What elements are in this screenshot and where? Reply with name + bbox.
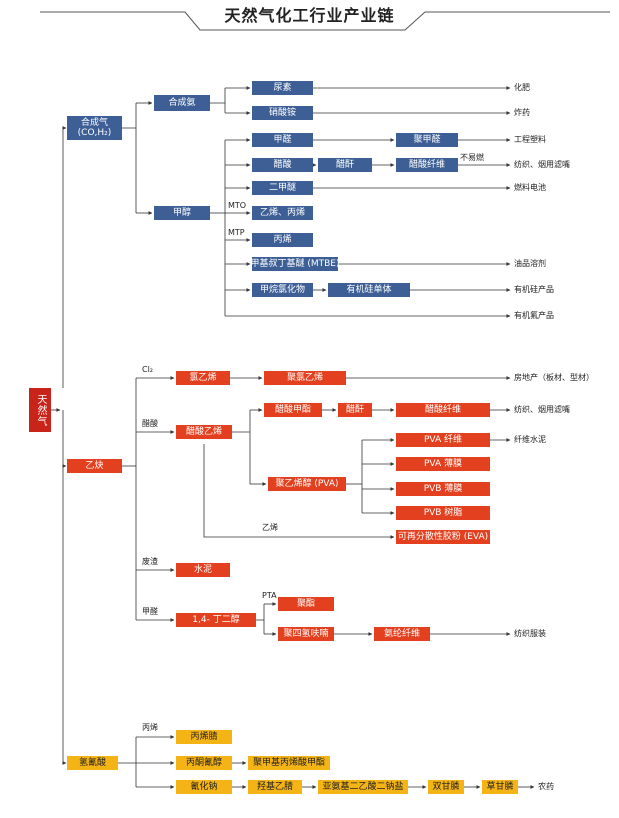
ethylene-propylene-node: 乙烯、丙烯 (252, 206, 313, 220)
edge-label-cl2: Cl₂ (142, 365, 154, 374)
edge-label-not-flammable: 不易燃 (460, 153, 484, 162)
hcn-node: 氢氰酸 (67, 756, 118, 770)
end-label-fuel-cell: 燃料电池 (514, 183, 546, 192)
end-label-oil-solvent: 油品溶剂 (514, 259, 546, 268)
acetic-anhydride-node: 醋酐 (318, 158, 372, 172)
end-label-fiber-cement: 纤维水泥 (514, 435, 546, 444)
hydroxyacetonitrile-node: 羟基乙腈 (248, 780, 302, 794)
cement-node: 水泥 (176, 563, 230, 577)
edge-label-pta: PTA (262, 591, 277, 600)
end-label-real-estate: 房地产（板材、型材） (514, 373, 594, 382)
natural-gas-node: 天然气 (29, 388, 51, 432)
end-label-engineering-plastic: 工程塑料 (514, 135, 546, 144)
end-label-textile-filter-1: 纺织、烟用滤嘴 (514, 160, 570, 169)
end-label-explosive: 炸药 (514, 108, 530, 117)
page-title: 天然气化工行业产业链 (224, 6, 395, 25)
edge-label-ethylene: 乙烯 (262, 523, 278, 532)
methyl-chlorosilane-node: 甲烷氯化物 (252, 283, 313, 297)
sodium-cyanide-node: 氰化钠 (176, 780, 232, 794)
edge-label-formaldehyde: 甲醛 (142, 607, 158, 616)
mma-node: 聚甲基丙烯酸甲酯 (248, 756, 330, 770)
end-label-textile-clothing: 纺织服装 (514, 629, 546, 638)
edge-label-acetic: 醋酸 (142, 419, 158, 428)
acetic-anhydride-2-node: 醋酐 (338, 403, 372, 417)
ammonia-node: 合成氨 (154, 95, 210, 111)
polyester-node: 聚酯 (278, 597, 334, 611)
edge-label-mto: MTO (228, 201, 247, 210)
diglycine-node: 双甘膦 (428, 780, 464, 794)
pvb-resin-node: PVB 树脂 (396, 506, 490, 520)
end-label-silicone-products: 有机硅产品 (514, 285, 554, 294)
acetone-cyanohydrin-node: 丙酮氰醇 (176, 756, 232, 770)
end-label-fluorine-products: 有机氟产品 (514, 311, 554, 320)
edge-label-propylene: 丙烯 (142, 723, 158, 732)
dme-node: 二甲醚 (252, 181, 313, 195)
title-decoration (40, 11, 610, 31)
formaldehyde-node: 甲醛 (252, 133, 313, 147)
edge-label-waste-slag: 废渣 (142, 557, 158, 566)
polyformaldehyde-node: 聚甲醛 (396, 133, 458, 147)
syngas-node: 合成气 (CO,H₂) (67, 116, 122, 140)
vinyl-acetate-node: 醋酸乙烯 (176, 425, 232, 439)
iminodiacetonitrile-node: 亚氨基二乙酸二钠盐 (318, 780, 408, 794)
mtbe-node: 甲基叔丁基醚 (MTBE) (250, 257, 340, 271)
pva-fiber-node: PVA 纤维 (396, 433, 490, 447)
bdo-node: 1,4- 丁二醇 (176, 613, 256, 627)
eva-powder-node: 可再分散性胶粉 (EVA) (396, 530, 490, 544)
cellulose-acetate-fiber-node: 醋酸纤维 (396, 158, 458, 172)
pvb-film-node: PVB 薄膜 (396, 482, 490, 496)
end-label-fertilizer: 化肥 (514, 83, 530, 92)
ammonium-nitrate-node: 硝酸铵 (252, 106, 313, 120)
acetylene-node: 乙炔 (67, 459, 122, 473)
acetic-acid-node: 醋酸 (252, 158, 313, 172)
methyl-acetate-node: 醋酸甲酯 (264, 403, 322, 417)
methanol-node: 甲醇 (154, 206, 210, 220)
urea-node: 尿素 (252, 81, 313, 95)
organosilicon-monomer-node: 有机硅单体 (328, 283, 410, 297)
pvc-node: 聚氯乙烯 (264, 371, 346, 385)
vinyl-chloride-node: 氯乙烯 (176, 371, 230, 385)
end-label-pesticide: 农药 (538, 782, 554, 791)
acrylonitrile-node: 丙烯腈 (176, 730, 232, 744)
glyphosate-node: 草甘膦 (482, 780, 518, 794)
pva-film-node: PVA 薄膜 (396, 457, 490, 471)
spandex-node: 氨纶纤维 (374, 627, 430, 641)
edge-label-mtp: MTP (228, 228, 245, 237)
pva-node: 聚乙烯醇 (PVA) (268, 477, 346, 491)
end-label-textile-filter-2: 纺织、烟用滤嘴 (514, 405, 570, 414)
cellulose-acetate-fiber-2-node: 醋酸纤维 (396, 403, 490, 417)
ptmeg-node: 聚四氢呋喃 (278, 627, 334, 641)
propylene-node: 丙烯 (252, 233, 313, 247)
